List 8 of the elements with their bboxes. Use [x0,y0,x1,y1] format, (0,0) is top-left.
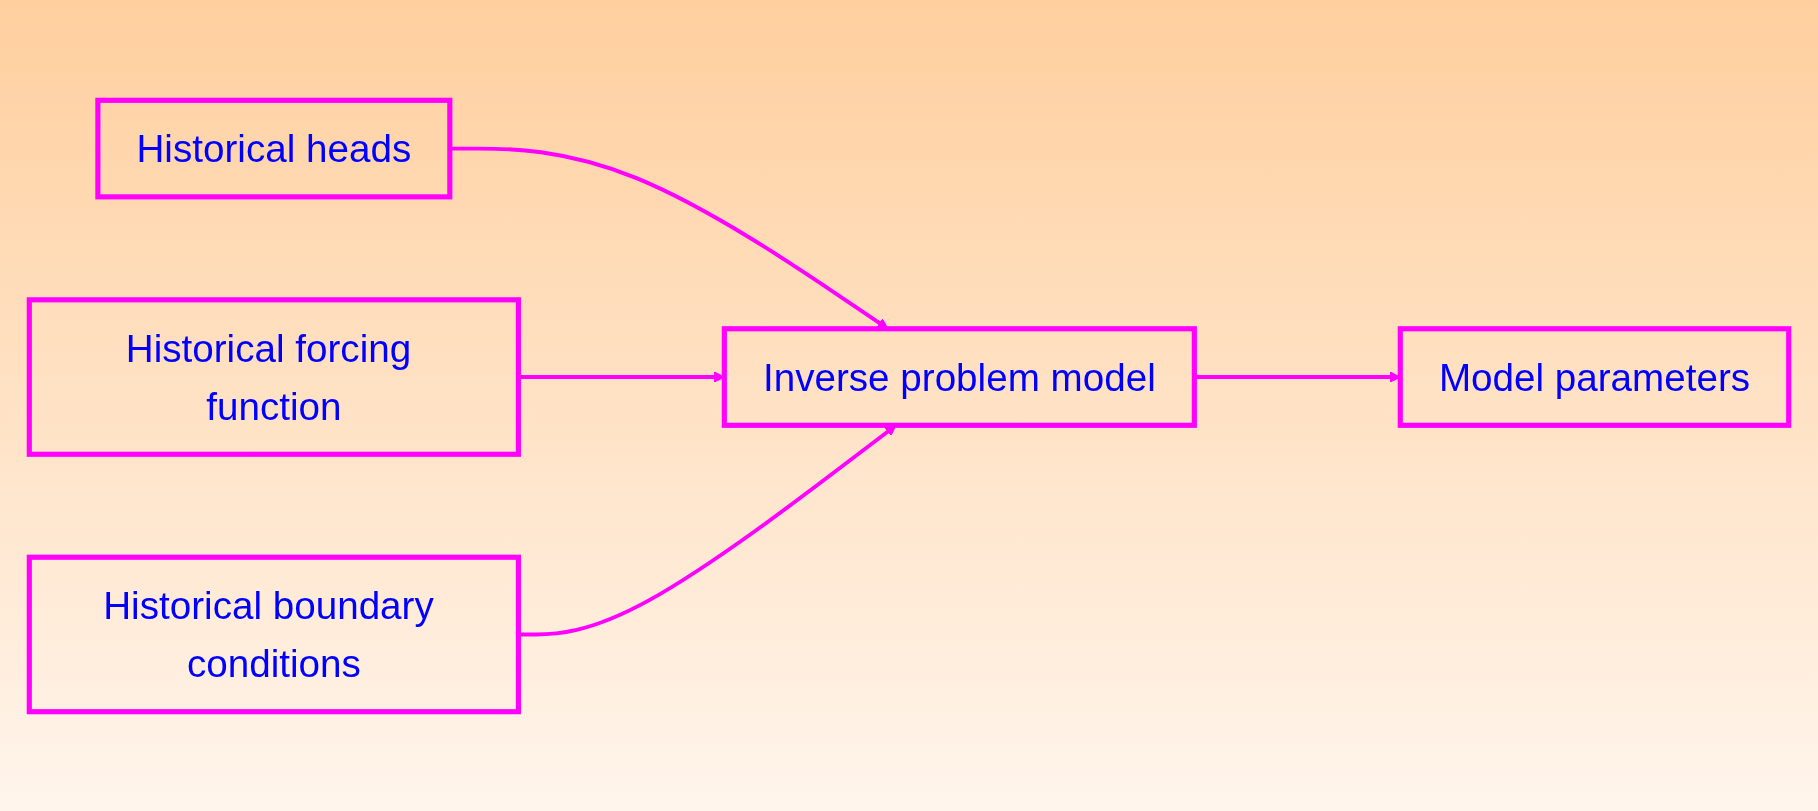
arrow [518,370,725,383]
node-box: Historical forcing function [26,296,521,457]
arrow [449,146,889,329]
node-box: Inverse problem model [721,325,1197,428]
arrow [1194,370,1401,383]
node-box: Model parameters [1397,325,1792,428]
node-box: Historical boundary conditions [26,554,521,714]
node-box: Historical heads [95,97,453,199]
